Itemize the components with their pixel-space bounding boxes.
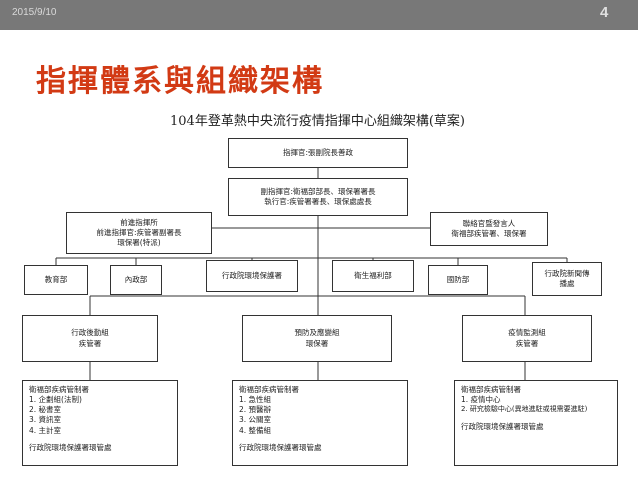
group-surveillance-agency: 疾管署 <box>515 338 539 348</box>
group-surveillance: 疫情監測組 疾管署 <box>462 315 592 362</box>
group-admin-title: 行政後勤組 <box>71 328 109 338</box>
ministry-defense: 國防部 <box>428 265 488 295</box>
page-number: 4 <box>600 4 609 21</box>
group-admin-agency: 疾管署 <box>78 338 102 348</box>
ministry-interior: 內政部 <box>110 265 162 295</box>
commander-box: 指揮官:張副院長善政 <box>228 138 408 168</box>
ministry-epa: 行政院環境保護署 <box>206 260 298 292</box>
deputy-commander-box: 副指揮官:衛福部部長、環保署署長 執行官:疾管署署長、環保處處長 <box>228 178 408 216</box>
chart-title: 104年登革熱中央流行疫情指揮中心組織架構(草案) <box>170 114 465 129</box>
liaison-box: 聯絡官暨發言人 衛福部疾管署、環保署 <box>430 212 548 246</box>
detail-surveillance: 衛福部疾病管制署 1. 疫情中心 2. 研究檢驗中心(異地進駐或視需要進駐) 行… <box>454 380 618 466</box>
group-prevention-title: 預防及應變組 <box>294 328 340 338</box>
header-bar: 2015/9/10 4 <box>0 0 638 30</box>
detail-admin-logistics: 衛福部疾病管制署 1. 企劃組(法制) 2. 秘書室 3. 資訊室 4. 主計室… <box>22 380 178 466</box>
forward-command-box: 前進指揮所 前進指揮官:疾管署副署長 環保署(特派) <box>66 212 212 254</box>
liaison-title: 聯絡官暨發言人 <box>462 218 516 228</box>
ministry-health-welfare: 衛生福利部 <box>332 260 414 292</box>
executive-officer-label: 執行官:疾管署署長、環保處處長 <box>264 197 372 206</box>
detail-prevention-response: 衛福部疾病管制署 1. 急性組 2. 預醫辦 3. 公關室 4. 整備組 行政院… <box>232 380 408 466</box>
ministry-news: 行政院新聞傳播處 <box>532 262 602 296</box>
ministry-education: 教育部 <box>24 265 88 295</box>
group-prevention-agency: 環保署 <box>305 338 329 348</box>
slide-date: 2015/9/10 <box>12 7 57 18</box>
group-admin-logistics: 行政後勤組 疾管署 <box>22 315 158 362</box>
group-surveillance-title: 疫情監測組 <box>508 328 546 338</box>
group-prevention-response: 預防及應變組 環保署 <box>242 315 392 362</box>
commander-label: 指揮官:張副院長善政 <box>282 147 354 157</box>
forward-command-title: 前進指揮所 <box>120 217 158 227</box>
forward-commander-label: 前進指揮官:疾管署副署長 <box>96 227 182 237</box>
slide-title: 指揮體系與組織架構 <box>36 64 324 99</box>
liaison-agencies: 衛福部疾管署、環保署 <box>451 229 527 238</box>
deputy-commander-label: 副指揮官:衛福部部長、環保署署長 <box>260 186 376 196</box>
forward-epa-label: 環保署(特派) <box>117 238 161 248</box>
